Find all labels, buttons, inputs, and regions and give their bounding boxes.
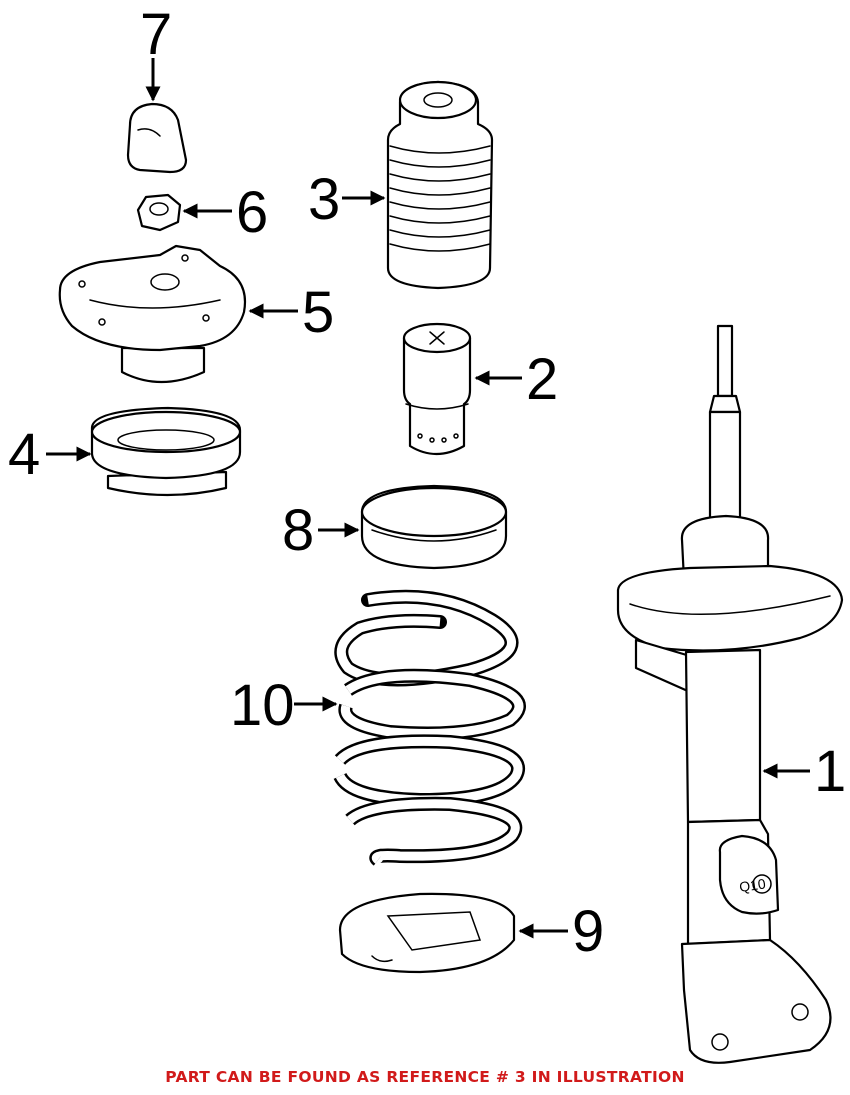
- callout-7: 7: [140, 2, 172, 67]
- part-1-strut-assembly: Q10: [616, 324, 844, 1064]
- callout-6: 6: [236, 180, 268, 245]
- callout-1: 1: [814, 739, 846, 804]
- callout-5: 5: [302, 280, 334, 345]
- callout-3: 3: [308, 167, 340, 232]
- callout-10: 10: [230, 673, 295, 738]
- reference-caption: PART CAN BE FOUND AS REFERENCE # 3 IN IL…: [165, 1068, 685, 1086]
- part-5-strut-mount: [58, 244, 247, 384]
- part-10-coil-spring: [333, 589, 526, 866]
- callout-numbers: 7 6 5 4 3 2 8 10 1 9: [8, 2, 846, 964]
- part-8-spring-pad: [360, 484, 508, 570]
- part-9-lower-pad: [338, 892, 516, 974]
- callout-2: 2: [526, 347, 558, 412]
- callout-8: 8: [282, 498, 314, 563]
- callout-4: 4: [8, 422, 40, 487]
- callout-9: 9: [572, 899, 604, 964]
- strut-marking: Q10: [738, 875, 767, 895]
- part-2-bump-stop: [402, 322, 472, 456]
- part-4-bearing: [90, 406, 242, 497]
- part-3-dust-boot: [386, 80, 494, 290]
- part-6-nut: [136, 193, 182, 232]
- leader-lines: [46, 58, 810, 939]
- part-7-cap: [126, 102, 188, 174]
